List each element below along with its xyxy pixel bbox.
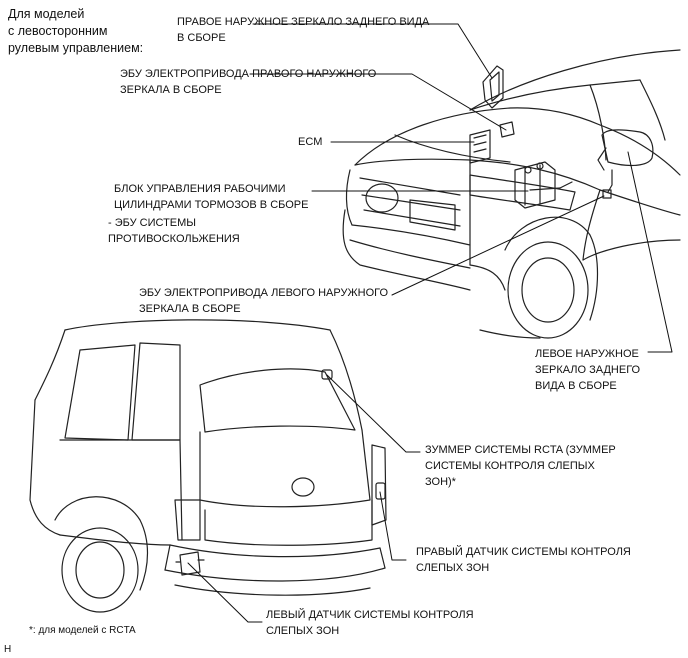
label-right-mirror-ecu: ЭБУ ЭЛЕКТРОПРИВОДА ПРАВОГО НАРУЖНОГО ЗЕР…: [120, 68, 377, 96]
label-right-outer-mirror: ПРАВОЕ НАРУЖНОЕ ЗЕРКАЛО ЗАДНЕГО ВИДА В С…: [177, 16, 430, 44]
label-left-bsm-sensor: ЛЕВЫЙ ДАТЧИК СИСТЕМЫ КОНТРОЛЯ СЛЕПЫХ ЗОН: [266, 609, 474, 637]
label-left-mirror-ecu: ЭБУ ЭЛЕКТРОПРИВОДА ЛЕВОГО НАРУЖНОГО ЗЕРК…: [139, 287, 389, 315]
figure-code: H: [4, 644, 12, 655]
label-right-bsm-sensor: ПРАВЫЙ ДАТЧИК СИСТЕМЫ КОНТРОЛЯ СЛЕПЫХ ЗО…: [416, 546, 631, 574]
front-vehicle-drawing: [342, 49, 681, 339]
leader-lines: [187, 23, 673, 623]
label-left-outer-mirror: ЛЕВОЕ НАРУЖНОЕ ЗЕРКАЛО ЗАДНЕГО ВИДА В СБ…: [535, 348, 641, 392]
label-skid-control-ecu: - ЭБУ СИСТЕМЫ ПРОТИВОСКОЛЬЖЕНИЯ: [108, 217, 240, 245]
label-brake-actuator: БЛОК УПРАВЛЕНИЯ РАБОЧИМИ ЦИЛИНДРАМИ ТОРМ…: [114, 183, 309, 211]
steering-model-note: Для моделей с левосторонним рулевым упра…: [8, 7, 144, 55]
footnote-rcta: *: для моделей с RCTA: [29, 625, 136, 636]
label-rcta-buzzer: ЗУММЕР СИСТЕМЫ RCTA (ЗУММЕР СИСТЕМЫ КОНТ…: [425, 444, 616, 488]
label-ecm: ECM: [298, 136, 323, 148]
rear-vehicle-drawing: [29, 319, 387, 613]
